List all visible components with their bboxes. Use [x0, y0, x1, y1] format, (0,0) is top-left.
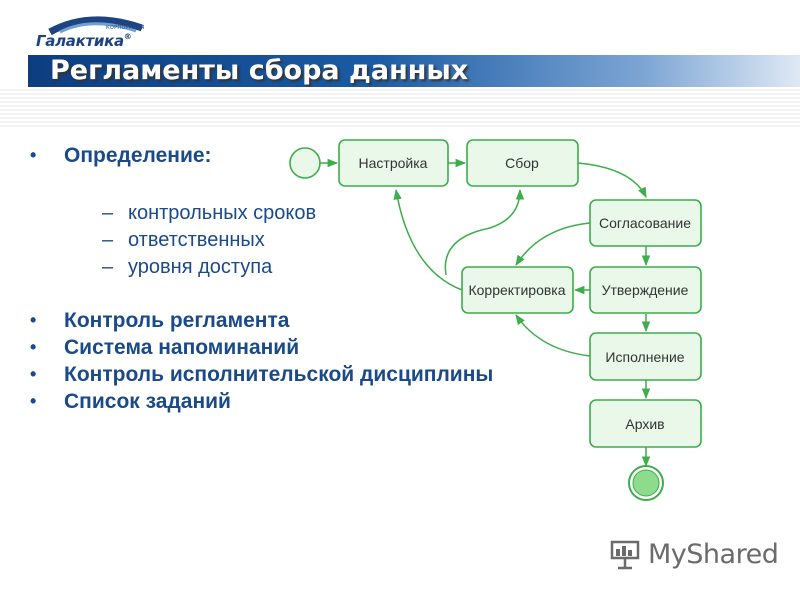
edge-korrektirovka-nastroyka	[393, 188, 463, 291]
bullet-label: Список заданий	[64, 390, 231, 413]
logo-name: Галактика®	[36, 32, 132, 50]
bullet-label: Контроль исполнительской дисциплины	[64, 363, 494, 386]
edge-ispolnenie-korrektirovka	[515, 314, 591, 357]
bullet-dot: •	[30, 364, 37, 384]
galaktika-logo: КОРПОРАЦИЯ Галактика®	[30, 14, 150, 54]
edge-korrektirovka-sbor	[444, 188, 525, 276]
node-label: Согласование	[599, 215, 691, 231]
logo-arc-icon	[48, 16, 144, 36]
node-label: Утверждение	[602, 282, 689, 298]
node-label: Сбор	[505, 155, 539, 171]
presentation-board-icon	[610, 540, 640, 570]
node-korrektirovka: Корректировка	[461, 266, 574, 314]
node-label: Корректировка	[468, 282, 565, 298]
end-node	[628, 465, 664, 501]
node-label: Настройка	[359, 155, 428, 171]
node-sbor: Сбор	[466, 139, 579, 187]
bullet-label: Контроль регламента	[64, 309, 290, 332]
node-ispolnenie: Исполнение	[589, 332, 702, 381]
node-nastroyka: Настройка	[338, 139, 449, 187]
node-utverzhdenie: Утверждение	[589, 266, 702, 314]
page-title: Регламенты сбора данных	[50, 55, 469, 86]
sub-dash: –	[102, 229, 114, 251]
bullet-label: Определение:	[64, 144, 212, 167]
title-bar	[28, 55, 800, 87]
logo-caption: КОРПОРАЦИЯ	[106, 25, 145, 31]
bullet-dot: •	[30, 145, 37, 165]
myshared-watermark: MyShared	[606, 536, 779, 576]
edge-sbor-soglasovanie	[577, 162, 647, 198]
bullet-label: Система напоминаний	[64, 336, 300, 359]
node-arkhiv: Архив	[589, 399, 702, 448]
decorative-stripes	[0, 87, 800, 127]
sub-label: контрольных сроков	[128, 202, 317, 224]
node-label: Исполнение	[605, 349, 684, 365]
edge-soglasovanie-korrektirovka	[515, 222, 591, 266]
node-soglasovanie: Согласование	[589, 199, 702, 247]
bullet-dot: •	[30, 337, 37, 357]
bullet-dot: •	[30, 310, 37, 330]
node-label: Архив	[625, 416, 664, 432]
start-node	[289, 147, 321, 179]
watermark-text: MyShared	[648, 539, 779, 570]
sub-dash: –	[102, 256, 114, 278]
sub-label: ответственных	[128, 229, 265, 251]
bullet-dot: •	[30, 391, 37, 411]
sub-label: уровня доступа	[128, 256, 273, 278]
sub-dash: –	[102, 202, 114, 224]
